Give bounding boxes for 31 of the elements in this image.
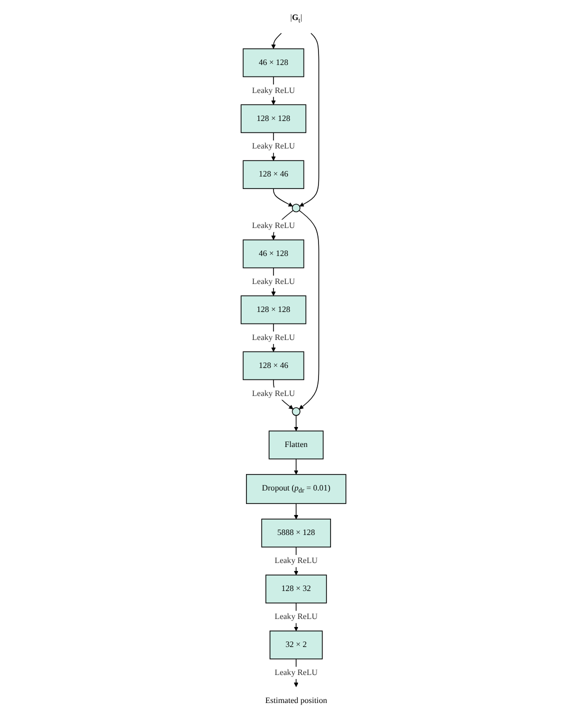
- node-box: 128 × 128: [240, 104, 306, 134]
- node-box: Flatten: [268, 430, 324, 460]
- edge-label: Leaky ReLU: [252, 142, 295, 151]
- node-box: 46 × 128: [242, 239, 304, 268]
- node-box: 128 × 46: [242, 160, 304, 189]
- node-circle: [292, 204, 300, 212]
- edge-label: Leaky ReLU: [274, 556, 318, 566]
- edge-label: Leaky ReLU: [252, 389, 295, 398]
- arrow: [299, 32, 320, 206]
- node-box: 128 × 46: [242, 351, 304, 380]
- edge-label: Leaky ReLU: [274, 612, 318, 622]
- node-box: 128 × 128: [240, 295, 306, 324]
- edge-label: Leaky ReLU: [252, 221, 295, 230]
- arrow: [294, 458, 298, 475]
- edge-label: Leaky ReLU: [252, 333, 295, 342]
- node-box: 32 × 2: [270, 630, 323, 660]
- arrow: [294, 415, 298, 432]
- node-text: |G$_{t}$|: [290, 13, 302, 24]
- edge-label: Leaky ReLU: [274, 668, 318, 678]
- node-circle: [292, 407, 300, 416]
- arrow: [273, 188, 293, 206]
- node-box: 128 × 32: [265, 574, 327, 604]
- node-box: Dropout (p$_{dr}$ = 0.01): [246, 474, 346, 504]
- edge-label: Leaky ReLU: [252, 86, 295, 95]
- node-text: Estimated position: [265, 696, 328, 706]
- node-box: 5888 × 128: [261, 518, 331, 548]
- arrow: [298, 210, 320, 410]
- node-box: 46 × 128: [242, 48, 304, 78]
- arrow: [294, 503, 298, 520]
- arrow: [271, 32, 282, 49]
- edge-label: Leaky ReLU: [252, 277, 295, 286]
